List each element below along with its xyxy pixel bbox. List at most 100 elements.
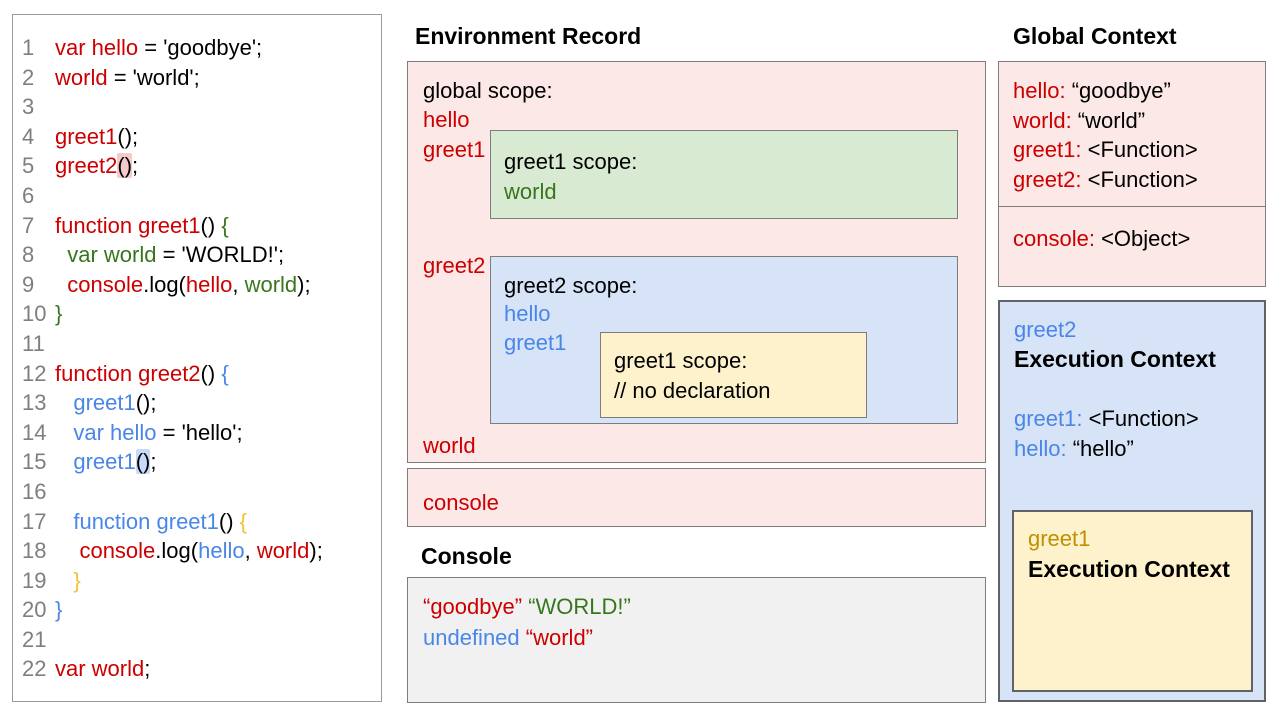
token: “world”: [1071, 107, 1146, 133]
code-line: 6: [13, 181, 381, 211]
greet2-context-name: greet2: [1014, 317, 1077, 342]
code-line: 11: [13, 329, 381, 359]
token: {: [221, 212, 229, 238]
token: hello:: [1013, 78, 1066, 103]
token: (): [117, 153, 133, 179]
token: greet1:: [1013, 137, 1082, 163]
token: {: [239, 508, 248, 534]
token: ;: [144, 656, 151, 682]
token: var hello: [55, 35, 139, 60]
line-number: 14: [22, 419, 47, 445]
token: }: [55, 301, 63, 327]
token: <Function>: [1081, 137, 1198, 163]
code-text: function greet1() {: [55, 507, 247, 537]
token: (): [200, 360, 222, 386]
line-number: 6: [22, 182, 35, 208]
line-number: 8: [22, 242, 35, 268]
console-output-box: “goodbye” “WORLD!”undefined “world”: [407, 577, 986, 703]
code-line: 15 greet1();: [13, 447, 381, 477]
greet2-scope-var-hello: hello: [504, 301, 551, 327]
code-text: world = 'world';: [55, 63, 200, 93]
token: );: [309, 538, 323, 564]
token: = 'world';: [107, 64, 200, 90]
code-text: greet1();: [55, 447, 157, 477]
token: “goodbye”: [423, 594, 523, 619]
global-scope-label: global scope:: [423, 78, 553, 103]
line-number: 22: [22, 656, 47, 682]
code-line: 17 function greet1() {: [13, 507, 381, 537]
spacer-line: [1014, 374, 1264, 404]
token: greet1: [73, 449, 136, 475]
code-text: function greet1() {: [55, 211, 229, 241]
token: {: [221, 360, 229, 386]
console-scope-box: console: [407, 468, 986, 527]
token: .log(: [155, 538, 199, 564]
code-line: 13 greet1();: [13, 388, 381, 418]
line-number: 16: [22, 478, 47, 504]
code-line: 9 console.log(hello, world);: [13, 270, 381, 300]
token: greet1: [73, 390, 136, 416]
line-number: 15: [22, 449, 47, 475]
global-var-hello: hello: [423, 107, 470, 132]
greet1-execution-context-box: greet1 Execution Context: [1012, 510, 1253, 692]
token: ();: [135, 390, 157, 416]
token: = 'hello';: [156, 419, 243, 445]
code-line: 8 var world = 'WORLD!';: [13, 240, 381, 270]
greet1-context-title: Execution Context: [1028, 556, 1230, 582]
token: .log(: [143, 271, 186, 297]
environment-record-title: Environment Record: [415, 23, 642, 49]
token: undefined: [423, 625, 520, 650]
token: function greet2: [55, 360, 201, 386]
greet1-inner-scope-box: greet1 scope: // no declaration: [600, 332, 867, 418]
line-number: 20: [22, 597, 47, 623]
greet1-scope-var-world: world: [504, 179, 557, 204]
greet1-scope-box: greet1 scope: world: [490, 130, 958, 219]
line-number: 21: [22, 626, 47, 652]
token: greet2: [55, 153, 118, 179]
code-text: console.log(hello, world);: [55, 270, 310, 300]
code-text: }: [55, 595, 62, 625]
line-number: 7: [22, 212, 35, 238]
line-number: 4: [22, 123, 35, 149]
token: world: [244, 271, 298, 297]
text-line: “goodbye” “WORLD!”: [423, 591, 985, 622]
text-line: world: “world”: [1013, 106, 1265, 136]
code-text: greet1();: [55, 388, 157, 418]
greet1-context-name: greet1: [1028, 526, 1091, 551]
token: <Object>: [1094, 225, 1191, 251]
greet1-scope-label: greet1 scope:: [504, 149, 638, 174]
code-text: console.log(hello, world);: [55, 536, 323, 566]
code-text: var hello = 'hello';: [55, 418, 243, 448]
line-number: 2: [22, 64, 35, 90]
token: (): [135, 449, 151, 475]
text-line: greet1: <Function>: [1013, 135, 1265, 165]
greet2-scope-box: greet2 scope: hello greet1 greet1 scope:…: [490, 256, 958, 424]
greet2-execution-context-box: greet2 Execution Context greet1: <Functi…: [998, 300, 1266, 702]
token: <Function>: [1081, 167, 1198, 193]
line-number: 12: [22, 360, 47, 386]
line-number: 3: [22, 94, 35, 120]
line-number: 5: [22, 153, 35, 179]
global-context-box: hello: “goodbye”world: “world”greet1: <F…: [998, 61, 1266, 287]
token: (): [218, 508, 240, 534]
code-line: 21: [13, 625, 381, 655]
code-line: 12 function greet2() {: [13, 359, 381, 389]
line-number: 17: [22, 508, 47, 534]
global-var-greet2: greet2: [423, 253, 486, 278]
code-text: function greet2() {: [55, 359, 229, 389]
greet2-context-vars: greet1: <Function>hello: “hello”: [1014, 404, 1264, 463]
greet2-context-title: Execution Context: [1014, 345, 1216, 372]
token: [55, 420, 73, 445]
console-scope-label: console: [423, 490, 499, 515]
text-line: console: <Object>: [1013, 224, 1265, 254]
token: [55, 272, 67, 297]
text-line: greet2: <Function>: [1013, 165, 1265, 195]
token: “WORLD!”: [528, 594, 631, 619]
code-line: 2 world = 'world';: [13, 63, 381, 93]
token: hello: [198, 538, 245, 564]
code-line: 3: [13, 92, 381, 122]
token: console:: [1013, 225, 1095, 251]
